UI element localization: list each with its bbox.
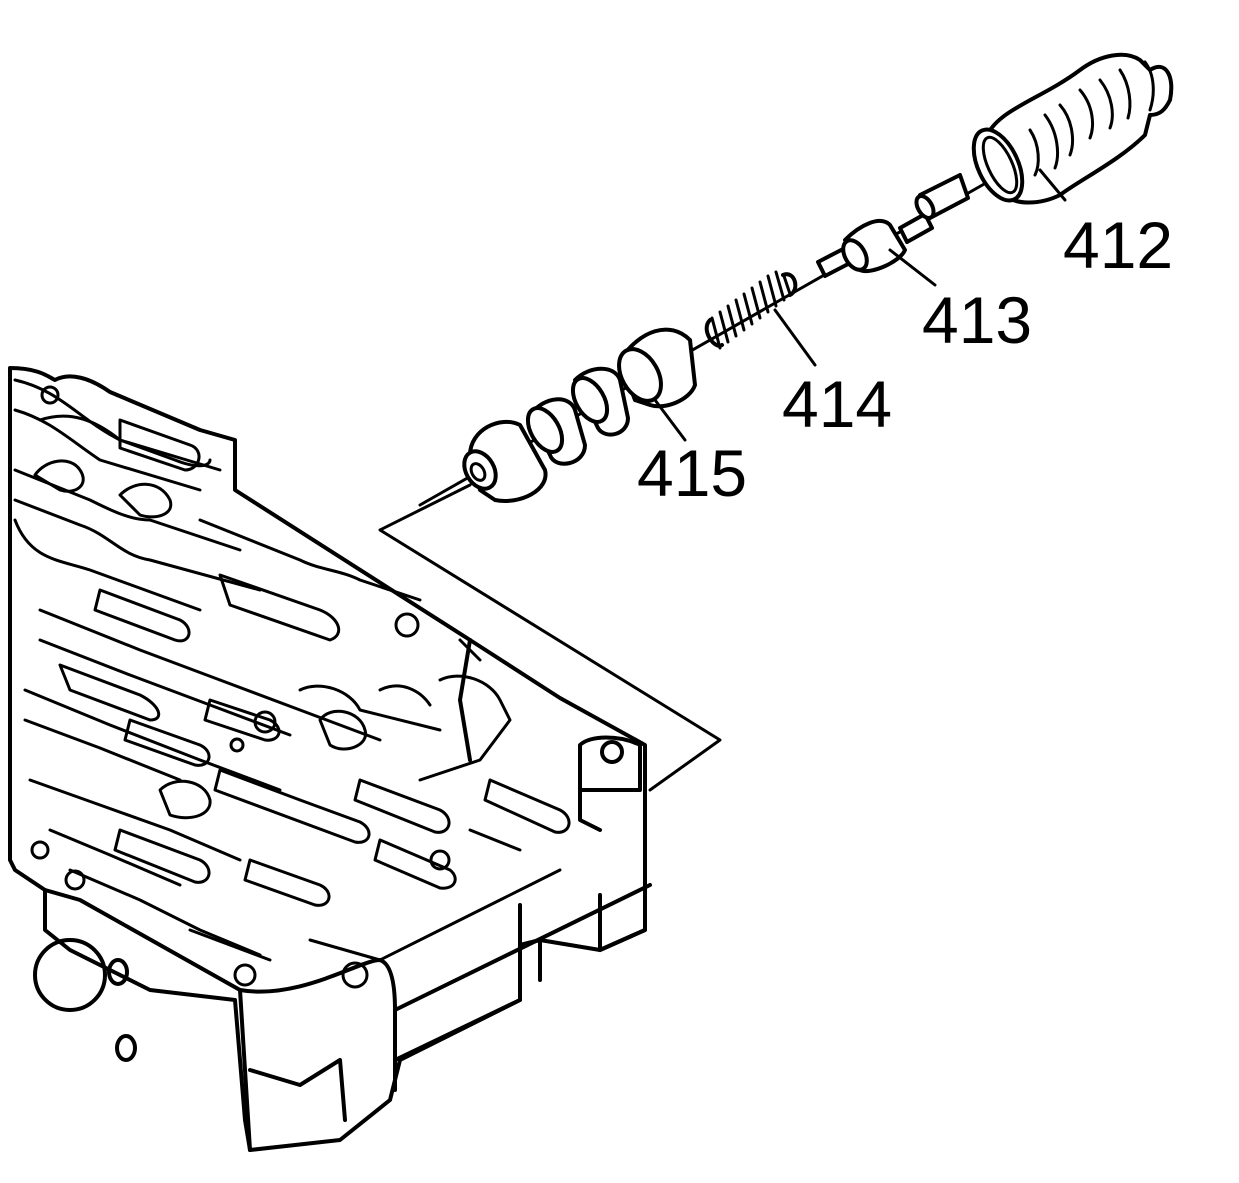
spring-414	[704, 270, 798, 350]
callout-412: 412	[1063, 208, 1173, 282]
valve-body-casting	[8, 366, 652, 1152]
leader-415	[653, 398, 687, 442]
sleeve-412	[971, 52, 1174, 205]
plunger-413	[816, 173, 970, 278]
callout-413: 413	[922, 283, 1032, 357]
leader-413	[888, 248, 937, 287]
callout-leaders	[653, 168, 1067, 442]
leader-412	[1038, 168, 1067, 202]
callout-414: 414	[782, 367, 892, 441]
installation-leader-line	[378, 483, 722, 792]
valve-body-passages	[13, 378, 571, 989]
leader-414	[773, 308, 817, 367]
valve-415	[462, 327, 697, 503]
callout-415: 415	[637, 436, 747, 510]
